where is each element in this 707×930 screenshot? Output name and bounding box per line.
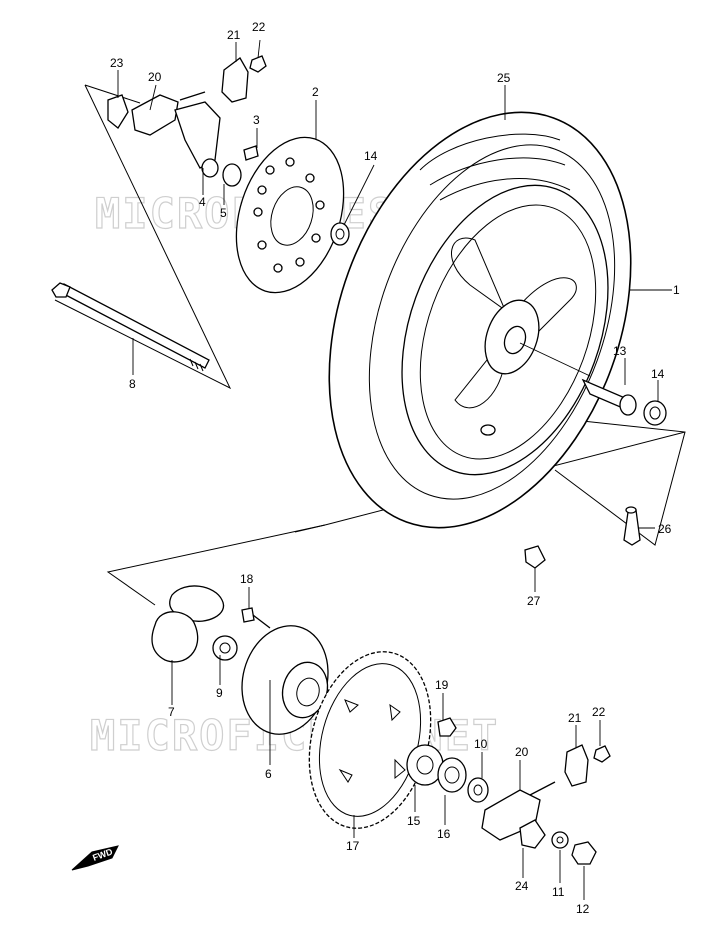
axle-nut (571, 841, 597, 865)
callout-18: 18 (240, 572, 254, 586)
sprocket-mount (241, 625, 329, 735)
leader-lines (117, 39, 672, 900)
axle-spacer (581, 378, 637, 416)
callout-20b: 20 (515, 745, 529, 759)
washer-lower (551, 831, 569, 849)
callout-10: 10 (474, 737, 488, 751)
clip (524, 545, 546, 569)
callout-27: 27 (527, 594, 541, 608)
spacer-right (643, 400, 667, 426)
callout-25: 25 (497, 71, 511, 85)
callout-5: 5 (220, 206, 227, 220)
damper (151, 585, 225, 663)
oil-seal (437, 757, 467, 793)
callout-15: 15 (407, 814, 421, 828)
chain-adjuster-lower (481, 781, 556, 841)
callout-7: 7 (168, 705, 175, 719)
fwd-arrow-icon: FWD (71, 845, 119, 871)
callout-11: 11 (552, 885, 565, 899)
callout-12: 12 (576, 902, 590, 916)
sprocket-nut (437, 717, 457, 737)
callout-20a: 20 (148, 70, 162, 84)
callout-4: 4 (199, 195, 206, 209)
callout-1: 1 (673, 283, 680, 297)
axle (51, 282, 210, 372)
spacer-upper (330, 222, 350, 246)
adjuster-plate-lower (519, 819, 546, 849)
wheel-rim (401, 184, 609, 476)
callout-21a: 21 (227, 28, 241, 42)
callout-24: 24 (515, 879, 529, 893)
valve (623, 506, 641, 546)
callout-14b: 14 (651, 367, 665, 381)
callout-3: 3 (253, 113, 260, 127)
damper-bushing (212, 635, 238, 661)
callout-22a: 22 (252, 20, 266, 34)
callout-17: 17 (346, 839, 360, 853)
callout-26: 26 (658, 522, 672, 536)
adjuster-cap-lower (564, 744, 611, 787)
adjuster-cap-upper (221, 55, 267, 103)
hub-bolt (241, 607, 271, 629)
callout-13: 13 (613, 344, 627, 358)
callouts: 1 2 3 4 5 6 7 8 9 10 11 12 13 14 14 15 1… (110, 20, 680, 916)
callout-16: 16 (437, 827, 451, 841)
callout-23: 23 (110, 56, 124, 70)
callout-22b: 22 (592, 705, 606, 719)
callout-21b: 21 (568, 711, 582, 725)
bearing (406, 744, 444, 786)
callout-14a: 14 (364, 149, 378, 163)
callout-6: 6 (265, 767, 272, 781)
spacer-lower (467, 777, 489, 803)
brake-disc (235, 136, 345, 294)
callout-19: 19 (435, 678, 449, 692)
chain-adjuster-upper (107, 91, 259, 187)
callout-2: 2 (312, 85, 319, 99)
callout-9: 9 (216, 686, 223, 700)
callout-8: 8 (129, 377, 136, 391)
